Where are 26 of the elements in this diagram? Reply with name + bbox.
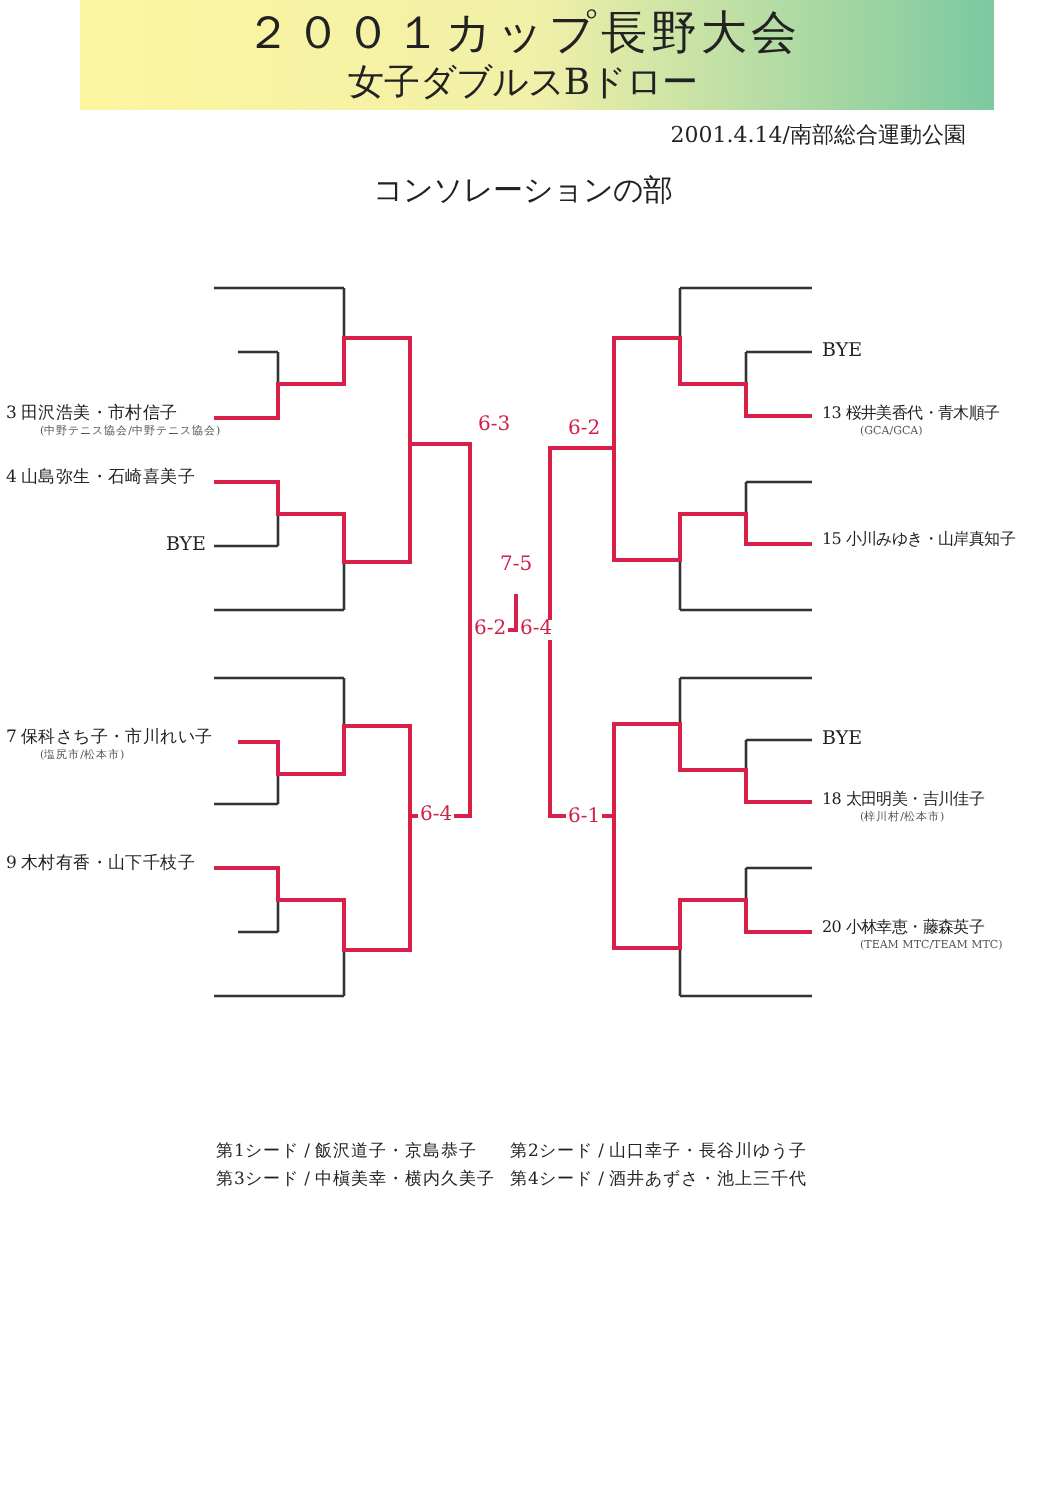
score: 6-4 [418,806,455,826]
bye-label: BYE [165,536,206,555]
bye-label: BYE [822,342,863,361]
title: ２００１カップ長野大会 [243,12,803,58]
player-pair: 7 保科さち子・市川れい子 [6,730,213,747]
score: 6-1 [566,808,603,828]
player-pair: 13 桜井美香代・青木順子 [822,406,1000,422]
score: 6-3 [476,416,513,436]
score: 7-5 [498,556,535,576]
seed-entry: 第4シード / 酒井あずさ・池上三千代 [510,1172,808,1189]
score: 6-2 [566,420,603,440]
seed-entry: 第3シード / 中槇美幸・横内久美子 [216,1172,496,1189]
seed-entry: 第1シード / 飯沢道子・京島恭子 [216,1144,478,1161]
score: 6-2 [472,620,509,640]
score: 6-4 [518,620,555,640]
player-pair: 3 田沢浩美・市村信子 [6,406,178,423]
player-pair: 20 小林幸恵・藤森英子 [822,920,985,936]
bye-label: BYE [822,730,863,749]
player-pair: 9 木村有香・山下千枝子 [6,856,196,873]
player-pair: 15 小川みゆき・山岸真知子 [822,532,1016,548]
seed-entry: 第2シード / 山口幸子・長谷川ゆう子 [510,1144,808,1161]
date-venue: 2001.4.14/南部総合運動公園 [670,124,966,146]
section-heading: コンソレーションの部 [371,176,675,206]
player-pair: 4 山島弥生・石崎喜美子 [6,470,196,487]
subtitle: 女子ダブルスBドロー [345,66,701,102]
player-pair: 18 太田明美・吉川佳子 [822,792,985,808]
